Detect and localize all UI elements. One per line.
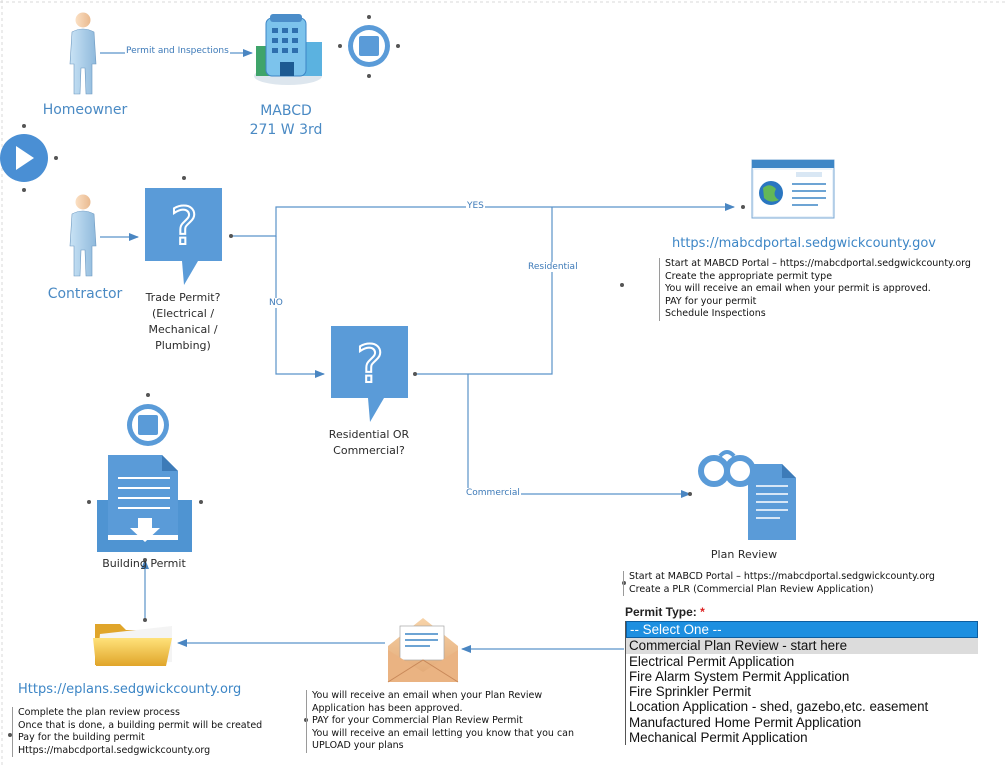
note-line: PAY for your permit [665,295,757,307]
building-permit-label: Building Permit [102,557,186,570]
note-line: You will receive an email when your Plan… [312,690,543,701]
edge-label-residential: Residential [527,262,579,272]
web-page-icon [751,159,835,219]
question-icon: ? [145,188,222,285]
building-icon [254,14,322,85]
permit-option-commercial-plan-review[interactable]: Commercial Plan Review - start here [626,638,978,654]
permit-option-electrical[interactable]: Electrical Permit Application [629,653,795,669]
note-line: Pay for the building permit [18,732,145,744]
note-line: You will receive an email letting you kn… [312,727,575,739]
permit-option-location[interactable]: Location Application - shed, gazebo,etc.… [629,699,929,715]
svg-text:?: ? [170,197,198,257]
note-line: Schedule Inspections [665,308,766,320]
edge-label-permit-and-inspections: Permit and Inspections [125,46,230,56]
eplans-url[interactable]: Https://eplans.sedgwickcounty.org [18,682,242,697]
edge-trade-yes [232,203,735,237]
eplans-steps-note: Complete the plan review process Once th… [12,707,263,758]
plan-review-label: Plan Review [710,548,778,561]
required-mark: * [700,605,705,619]
mabcd-address: 271 W 3rd [249,122,323,138]
res-or-com-line: Residential OR [328,428,410,441]
plan-review-steps-note: Start at MABCD Portal – https://mabcdpor… [623,571,935,597]
note-line: PAY for your Commercial Plan Review Perm… [312,715,523,727]
permit-type-listbox[interactable]: -- Select One -- Commercial Plan Review … [625,621,978,745]
mabcd-label: MABCD 271 W 3rd [236,102,336,140]
note-line: Create the appropriate permit type [665,270,833,282]
edge-label-yes: YES [466,201,485,211]
envelope-icon [387,618,459,683]
person-icon [69,12,97,95]
trade-permit-line: (Electrical / [151,307,215,320]
note-line: Application has been approved. [312,702,463,714]
note-line: Once that is done, a building permit wil… [18,719,263,731]
stop-icon[interactable] [127,404,169,446]
permit-option-manufactured-home[interactable]: Manufactured Home Permit Application [629,714,862,730]
note-line: You will receive an email when your perm… [665,283,931,295]
stop-icon[interactable] [348,25,390,67]
svg-text:?: ? [356,335,384,395]
note-bracket [623,571,624,597]
permit-option-fire-sprinkler[interactable]: Fire Sprinkler Permit [629,684,752,700]
edge-trade-no [275,236,325,378]
person-icon [69,194,97,277]
note-bracket [12,707,13,758]
permit-option-fire-alarm[interactable]: Fire Alarm System Permit Application [629,668,850,684]
note-line: Start at MABCD Portal – https://mabcdpor… [629,571,935,582]
download-document-icon [97,455,192,552]
note-line: UPLOAD your plans [312,740,404,752]
permit-option-select-one[interactable]: -- Select One -- [626,621,978,639]
portal-steps-note: Start at MABCD Portal – https://mabcdpor… [659,258,971,321]
contractor-label: Contractor [47,286,123,302]
play-icon[interactable] [0,134,48,182]
note-bracket [659,258,660,321]
trade-permit-line: Plumbing) [155,339,211,352]
email-steps-note: You will receive an email when your Plan… [306,690,575,753]
question-icon: ? [331,326,408,422]
res-or-com-line: Commercial? [333,444,405,457]
note-bracket [306,690,307,753]
note-line: Https://mabcdportal.sedgwickcounty.org [18,744,211,756]
portal-url[interactable]: https://mabcdportal.sedgwickcounty.gov [672,236,936,251]
edge-label-commercial: Commercial [465,488,521,498]
edge-residential [415,207,553,375]
permit-type-label: Permit Type: * [625,605,705,619]
res-or-com-label: Residential OR Commercial? [314,427,424,459]
homeowner-label: Homeowner [42,102,128,118]
edge-label-no: NO [268,298,284,308]
permit-option-mechanical[interactable]: Mechanical Permit Application [629,730,808,746]
note-line: Complete the plan review process [18,707,180,718]
mabcd-name: MABCD [260,103,312,119]
note-line: Start at MABCD Portal – https://mabcdpor… [665,258,971,269]
trade-permit-label: Trade Permit? (Electrical / Mechanical /… [128,290,238,354]
permit-type-text: Permit Type: [625,605,697,619]
edge-commercial [467,374,691,498]
trade-permit-line: Mechanical / [148,323,218,336]
folder-icon [93,624,172,666]
glasses-document-icon [698,450,796,540]
note-line: Create a PLR (Commercial Plan Review App… [629,583,874,595]
trade-permit-line: Trade Permit? [145,291,221,304]
